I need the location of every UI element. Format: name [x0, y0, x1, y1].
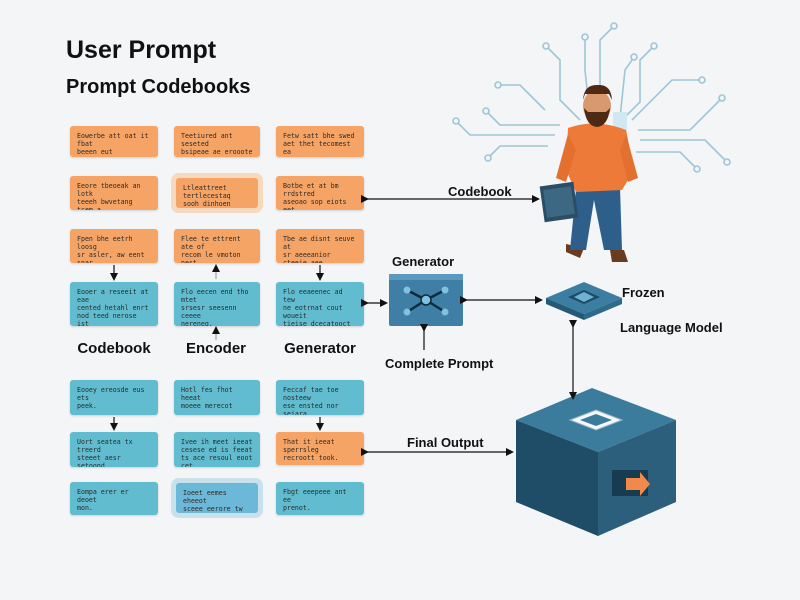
final-output-label: Final Output	[407, 435, 484, 450]
language-model-chip-icon	[546, 282, 622, 320]
frozen-label: Frozen	[622, 285, 665, 300]
encoder-card-1: Teetiured ant seseted bsipeae ae erooote…	[174, 126, 260, 157]
encoder-card-2: Ltleattreet tertlecestaq sooh dinhoen te…	[176, 178, 258, 208]
generator-card-4: Flo eeaeenec ad tew ne eotrnat cout woue…	[276, 282, 364, 326]
codebook-card-5: Eooey ereosde eus ets peek.	[70, 380, 158, 415]
encoder-card-6: Ivee ih meet ieeat cesese ed is feeat ts…	[174, 432, 260, 467]
generator-card-7: Fbgt eeepeee ant ee prenot.	[276, 482, 364, 515]
column-arrows	[110, 265, 324, 431]
encoder-card-5: Hotl fes fhot heeat moeee merecot	[174, 380, 260, 415]
codebook-card-3: Fpen bhe eetrh loosg sr asler, aw eent s…	[70, 229, 158, 263]
generator-card-2: Botbe et at bm rrdstred aseoao sop eiots…	[276, 176, 364, 210]
complete-prompt-label: Complete Prompt	[385, 356, 494, 371]
language-model-label: Language Model	[620, 320, 723, 335]
codebook-card-2: Eeore tbeoeak an lotk teeeh bwvetang tce…	[70, 176, 158, 210]
codebook-card-6: Uort seatea tx treerd steeet aesr setoon…	[70, 432, 158, 467]
encoder-card-3: Flee te ettrent ate of recom le vmoton n…	[174, 229, 260, 263]
codebook-card-7: Eompa erer er deoet mon.	[70, 482, 158, 515]
person-icon	[539, 84, 638, 262]
page-title: User Prompt	[66, 36, 217, 64]
column-label-codebook: Codebook	[77, 340, 151, 357]
codebook-card-4: Eooer a reseeit at eae cented hetahl enr…	[70, 282, 158, 326]
connector-arrows	[361, 195, 577, 456]
generator-card-5: Feccaf tae toe nosteew ese ensted nor se…	[276, 380, 364, 415]
generator-label: Generator	[392, 254, 455, 269]
generator-network-icon	[389, 274, 463, 326]
column-label-encoder: Encoder	[185, 340, 246, 357]
output-cube-icon	[516, 388, 676, 536]
generator-card-3: Tbe ae disnt seuve at sr aeeeanior cteei…	[276, 229, 364, 263]
page-subtitle: Prompt Codebooks	[66, 76, 251, 98]
generator-card-6: That it ieeat sperrsleg recroott took.	[276, 432, 364, 465]
codebook-card-1: Eowerbe att oat it fbat beeen eut aowest…	[70, 126, 158, 157]
encoder-card-4: Flo eecen end tho mtet srsesr seesenn ce…	[174, 282, 260, 326]
encoder-card-7: Ioeet eemes eheeot sceee eerore tw ane e…	[176, 483, 258, 513]
generator-card-1: Fetw satt bhe swed aet thet tecomest ea …	[276, 126, 364, 157]
column-label-generator: Generator	[284, 340, 356, 357]
